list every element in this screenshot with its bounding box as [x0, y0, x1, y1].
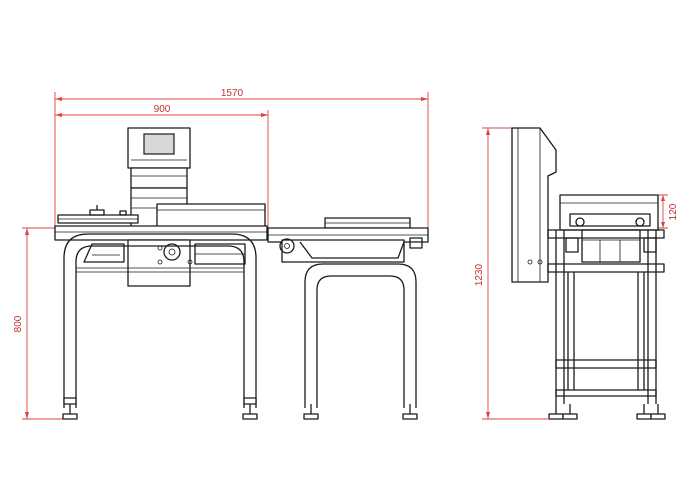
- dim-label-900: 900: [154, 104, 171, 115]
- outfeed-conveyor: [267, 217, 429, 263]
- side-foot: [562, 413, 578, 420]
- side-view: [511, 127, 666, 420]
- side-foot: [548, 413, 564, 420]
- infeed-conveyor: [57, 205, 139, 224]
- side-conveyor-head: [559, 194, 659, 263]
- right-foot: [402, 413, 418, 420]
- dim-label-800: 800: [13, 315, 24, 332]
- left-leg-frame: [62, 233, 258, 420]
- side-foot: [650, 413, 666, 420]
- left-foot: [62, 413, 78, 420]
- side-frame: [547, 229, 666, 420]
- dimension-labels: 1570 900 800 1230 120: [13, 88, 679, 332]
- right-leg-frame: [303, 263, 418, 420]
- dim-label-1570: 1570: [221, 88, 244, 99]
- side-foot: [636, 413, 652, 420]
- dimension-lines: [22, 92, 668, 420]
- right-foot: [303, 413, 319, 420]
- front-view: [54, 127, 429, 420]
- side-control-column: [511, 127, 557, 283]
- dim-label-1230: 1230: [474, 263, 485, 286]
- main-frame: [54, 225, 268, 287]
- display-screen: [143, 133, 175, 155]
- dim-label-120: 120: [668, 203, 679, 220]
- left-foot: [242, 413, 258, 420]
